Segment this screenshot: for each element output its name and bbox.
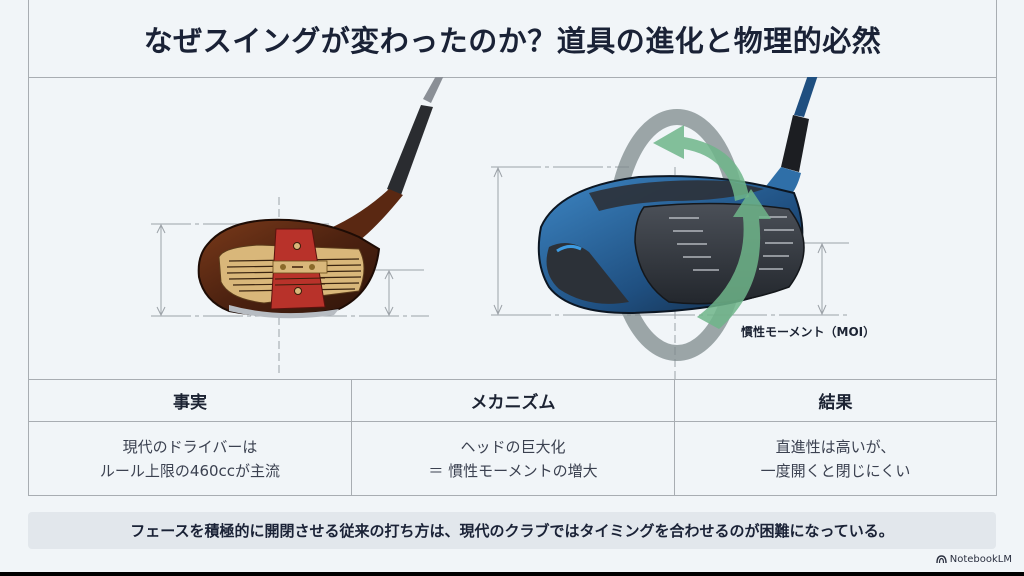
summary-banner: フェースを積極的に開閉させる従来の打ち方は、現代のクラブではタイミングを合わせる… xyxy=(28,512,996,549)
cell-line: ＝ 慣性モーメントの増大 xyxy=(428,461,598,480)
title-box: なぜスイングが変わったのか？道具の進化と物理的必然 xyxy=(28,0,997,78)
cell-line: ヘッドの巨大化 xyxy=(460,437,566,456)
cell-line: 直進性は高いが、 xyxy=(775,437,896,456)
table-header-result: 結果 xyxy=(675,380,996,422)
persimmon-driver-icon xyxy=(151,77,444,377)
table-cell-fact: 現代のドライバーは ルール上限の460ccが主流 xyxy=(29,422,352,495)
table-header-mechanism: メカニズム xyxy=(352,380,675,422)
club-comparison-illustration xyxy=(151,77,849,379)
brand-watermark: NotebookLM xyxy=(936,554,1012,565)
table-cell-result: 直進性は高いが、 一度開くと閉じにくい xyxy=(675,422,996,495)
brand-label: NotebookLM xyxy=(949,554,1012,565)
moi-label: 慣性モーメント（MOI） xyxy=(741,325,876,339)
notebooklm-icon xyxy=(936,555,947,564)
cell-line: 一度開くと閉じにくい xyxy=(760,461,911,480)
cell-line: ルール上限の460ccが主流 xyxy=(99,461,281,480)
figure-area: 慣性モーメント（MOI） xyxy=(28,77,997,379)
cell-line: 現代のドライバーは xyxy=(122,437,258,456)
table-header-fact: 事実 xyxy=(29,380,352,422)
modern-driver-icon xyxy=(491,77,849,379)
table-cell-mechanism: ヘッドの巨大化 ＝ 慣性モーメントの増大 xyxy=(352,422,675,495)
comparison-table: 事実 メカニズム 結果 現代のドライバーは ルール上限の460ccが主流 ヘッド… xyxy=(28,379,997,496)
page-title: なぜスイングが変わったのか？道具の進化と物理的必然 xyxy=(143,23,882,58)
